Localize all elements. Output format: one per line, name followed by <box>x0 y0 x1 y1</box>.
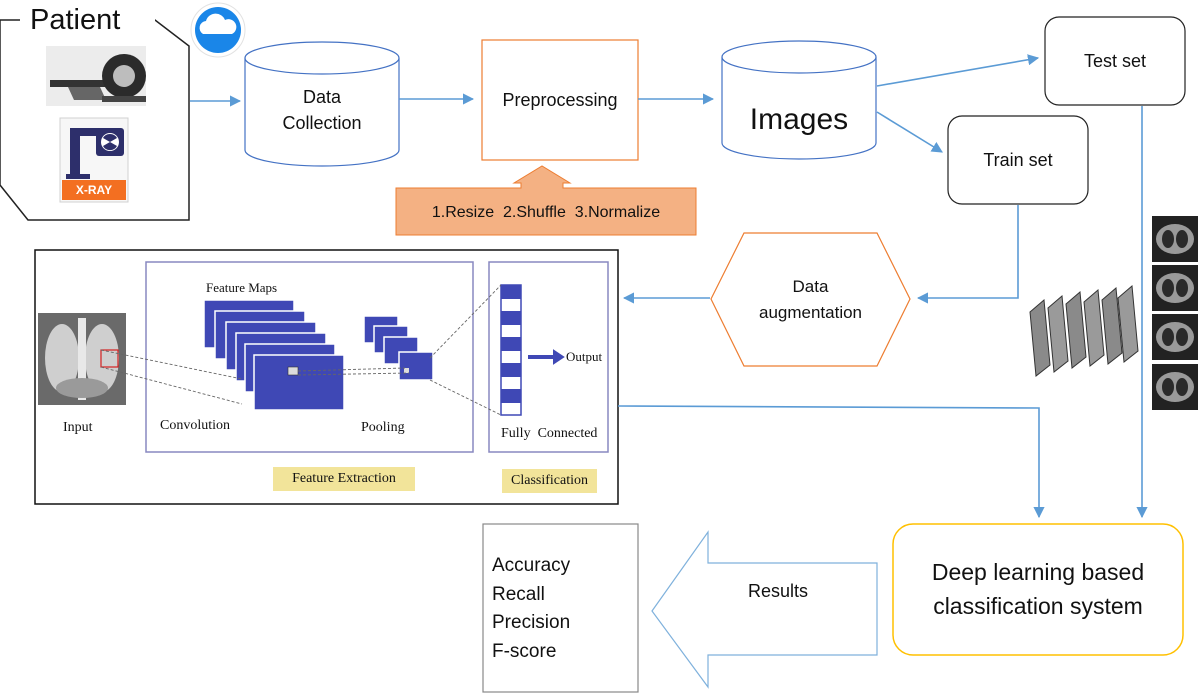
train-set-box[interactable] <box>947 115 1089 205</box>
arrow-train-to-augmentation <box>916 205 1019 304</box>
iot-cloud-icon <box>190 2 246 58</box>
steps-up-arrow <box>395 165 697 236</box>
preprocessing-label: Preprocessing <box>502 90 618 110</box>
data-augmentation-label: Data augmentation <box>744 274 877 326</box>
classification-highlight <box>502 469 597 493</box>
patient-frame <box>0 19 190 221</box>
preprocessing-box[interactable] <box>481 39 639 161</box>
pooling-label: Pooling <box>361 420 405 435</box>
chest-xray-thumbnail <box>38 313 126 405</box>
input-label: Input <box>63 420 93 435</box>
results-big-arrow <box>651 530 878 689</box>
data-collection-label: Data Collection <box>245 84 399 136</box>
test-set-box[interactable] <box>1044 16 1186 106</box>
ct-slice-strip <box>1152 216 1198 410</box>
projection-lines <box>100 284 502 416</box>
iot-label: IOT <box>213 37 223 43</box>
data-collection-cylinder <box>244 41 400 167</box>
dl-system-line2: classification system <box>933 593 1143 619</box>
test-set-label: Test set <box>1083 51 1147 71</box>
data-augmentation-line1: Data <box>792 277 829 296</box>
classification-label: Classification <box>511 473 588 488</box>
metrics-box <box>482 523 639 693</box>
dl-system-label: Deep learning based classification syste… <box>893 552 1183 626</box>
dl-system-line1: Deep learning based <box>931 559 1145 585</box>
classification-panel <box>488 261 609 453</box>
arrow-cnn-to-dl-system <box>617 405 1045 519</box>
convolution-label: Convolution <box>160 418 231 433</box>
output-label: Output <box>566 349 603 364</box>
metrics-list: Accuracy Recall Precision F-score <box>492 552 570 666</box>
metric-accuracy: Accuracy <box>492 555 571 576</box>
pooling-stack <box>363 315 434 381</box>
metric-recall: Recall <box>492 583 545 605</box>
fully-connected-label: Fully Connected <box>501 426 598 441</box>
dl-system-box[interactable] <box>892 523 1184 656</box>
feature-extraction-highlight <box>273 467 415 491</box>
metric-f-score: F-score <box>492 640 557 662</box>
feature-maps-stack <box>203 299 345 411</box>
feature-maps-label: Feature Maps <box>206 280 278 295</box>
results-arrow-label: Results <box>747 580 809 601</box>
augmented-xray-stack <box>1029 284 1139 377</box>
data-collection-line1: Data <box>302 87 342 107</box>
images-cylinder <box>721 40 877 160</box>
xray-machine-icon <box>59 117 129 203</box>
arrow-images-to-test <box>876 54 1040 87</box>
data-collection-line2: Collection <box>282 113 362 133</box>
xray-label: X-RAY <box>75 183 113 197</box>
ct-scanner-icon <box>46 46 146 106</box>
output-arrow <box>528 349 565 365</box>
metric-precision: Precision <box>492 612 571 633</box>
train-set-label: Train set <box>983 150 1053 170</box>
images-label: Images <box>749 103 849 136</box>
patient-title: Patient <box>30 4 121 36</box>
fully-connected-column <box>500 284 522 416</box>
data-augmentation-line2: augmentation <box>758 303 863 322</box>
feature-extraction-label: Feature Extraction <box>292 471 396 486</box>
preprocessing-steps: 1.Resize 2.Shuffle 3.Normalize <box>431 204 661 221</box>
data-augmentation-hexagon <box>710 232 911 367</box>
feature-extraction-panel <box>145 261 474 453</box>
arrow-images-to-train <box>876 111 943 153</box>
